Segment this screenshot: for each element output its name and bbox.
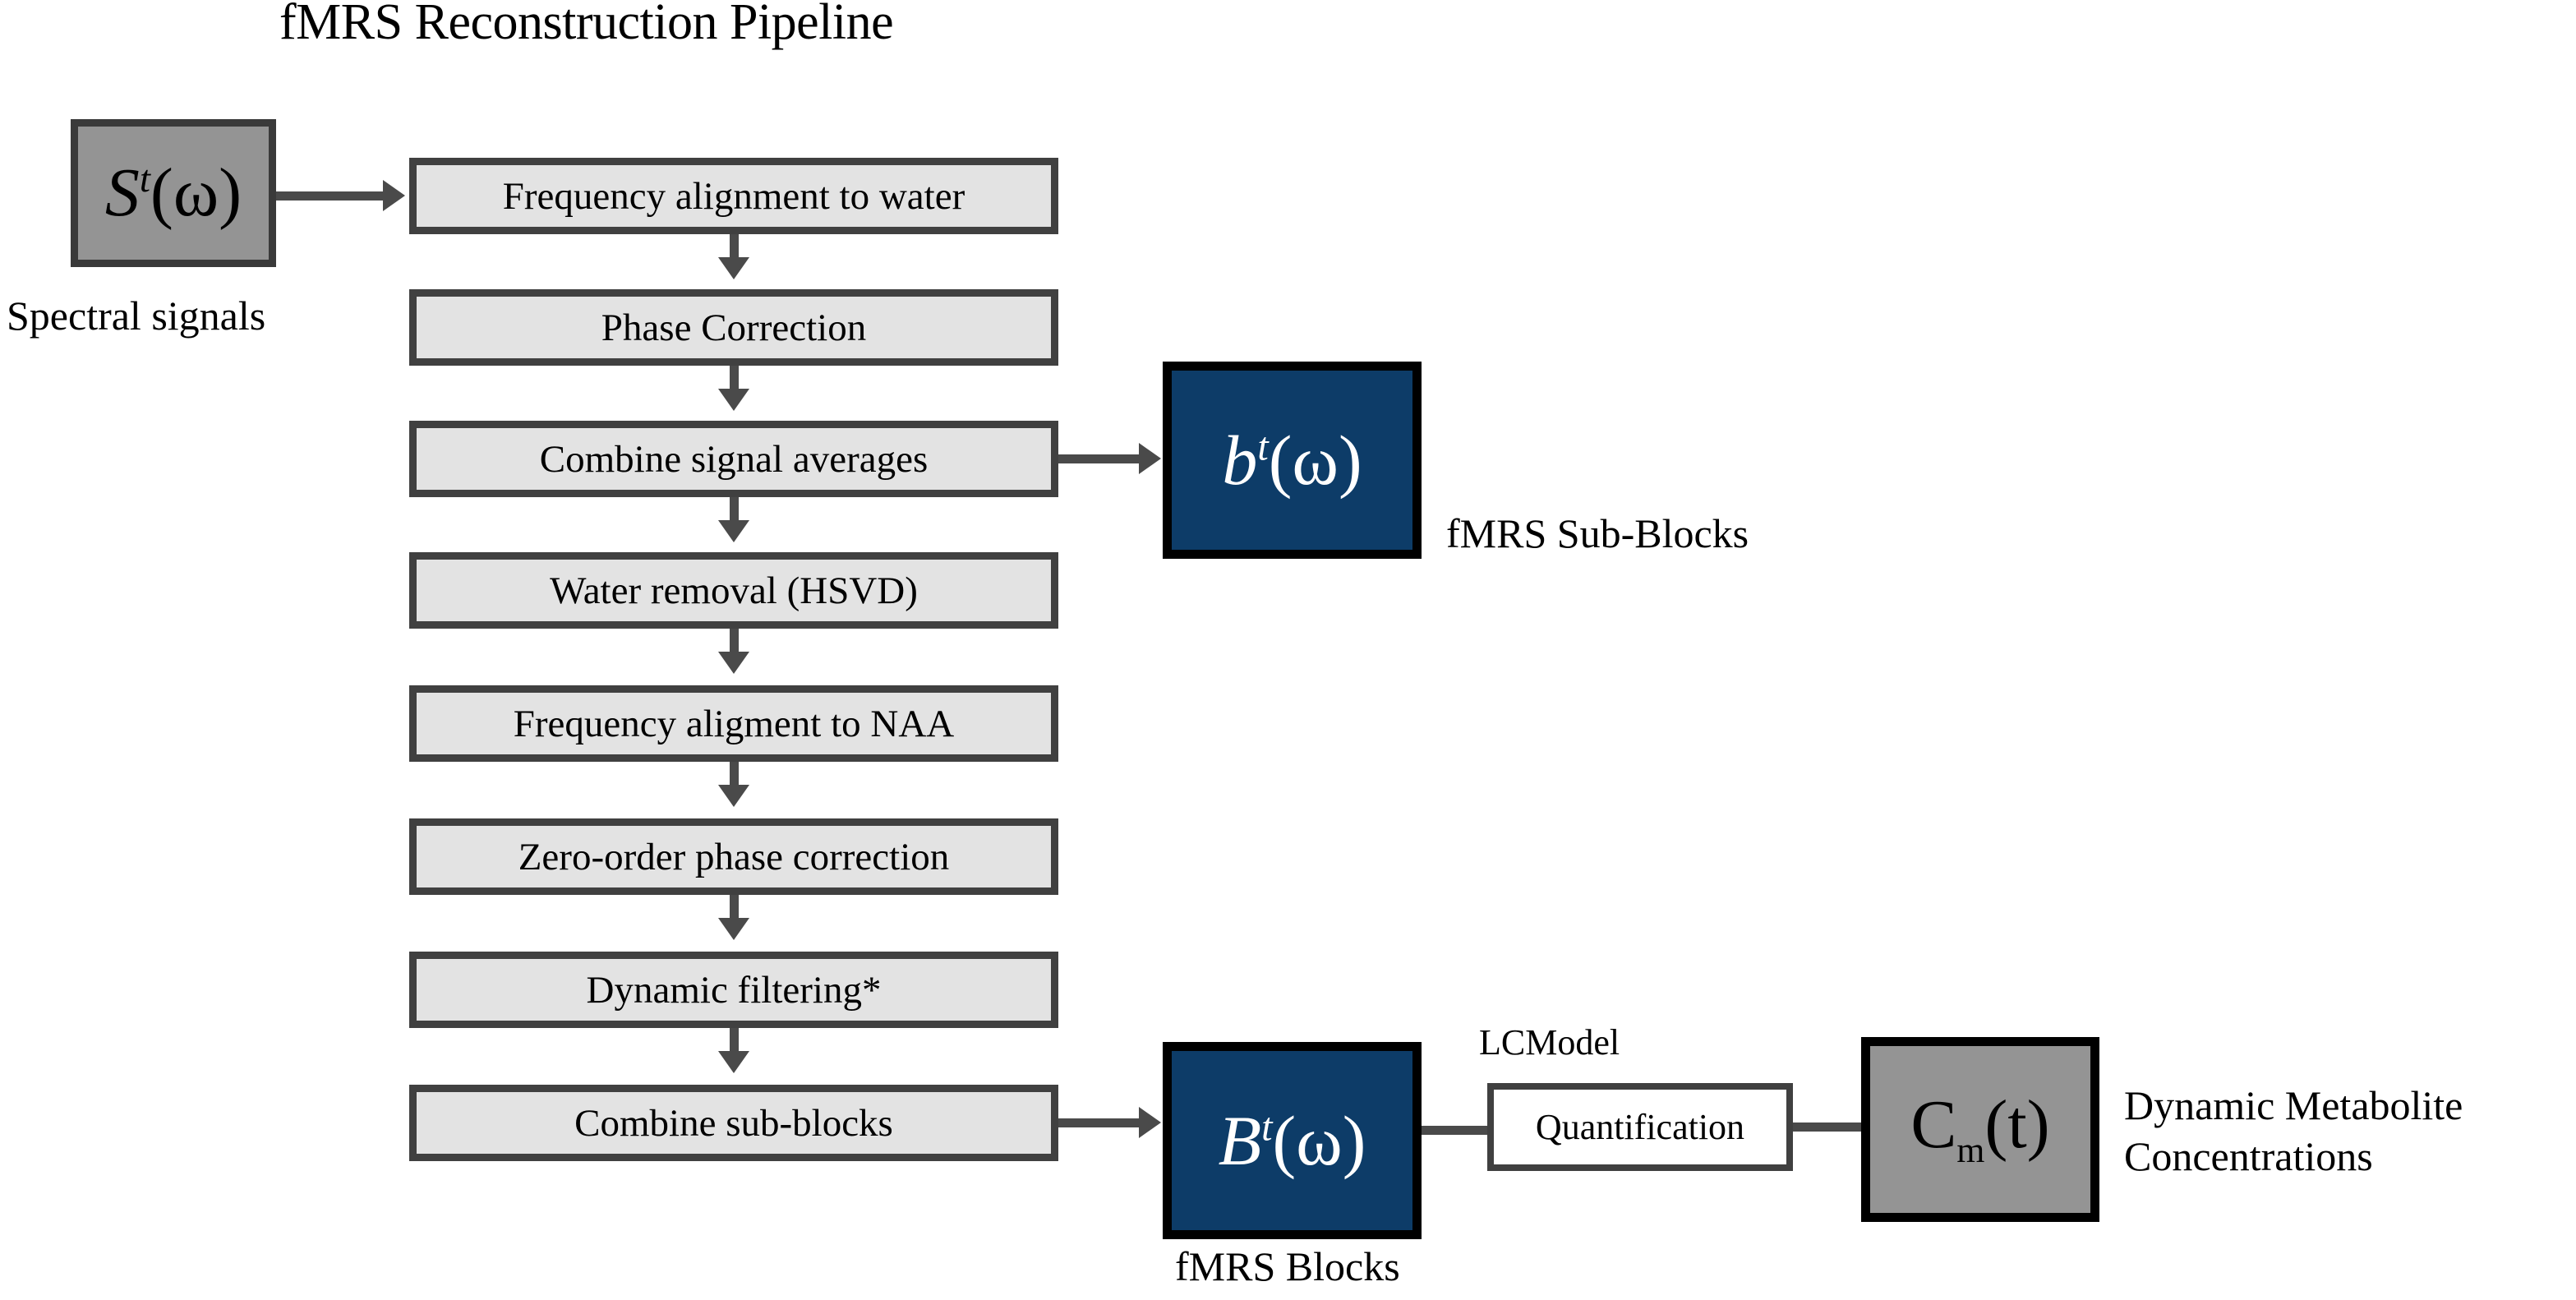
quantification-label: Quantification [1535,1107,1745,1147]
arrow-step4-to-step5 [718,652,749,674]
node-fmrs-sub-blocks: bt(ω) [1163,362,1422,559]
step-water-removal[interactable]: Water removal (HSVD) [409,552,1058,629]
step-label: Frequency alignment to water [502,174,965,218]
arrow-step1-to-step2 [718,257,749,279]
step-zero-order-phase-correction[interactable]: Zero-order phase correction [409,818,1058,895]
connector-step4-to-step5 [730,629,739,655]
arrow-step5-to-step6 [718,785,749,807]
arrowhead-step8-to-blocks [1139,1107,1161,1138]
output-symbol-sub: m [1956,1130,1985,1170]
source-symbol-arg: (ω) [150,154,242,231]
node-quantification[interactable]: Quantification [1487,1083,1793,1171]
connector-step1-to-step2 [730,234,739,260]
connector-step6-to-step7 [730,895,739,921]
caption-output-line1: Dynamic Metabolite [2124,1082,2463,1128]
blocks-symbol-arg: (ω) [1272,1101,1366,1180]
output-symbol-arg: (t) [1984,1086,2050,1163]
connector-step5-to-step6 [730,762,739,788]
step-combine-signal-averages[interactable]: Combine signal averages [409,421,1058,497]
connector-quantification-to-output [1793,1123,1883,1132]
subblocks-symbol-arg: (ω) [1268,421,1362,500]
source-symbol-sup: t [139,158,150,201]
caption-fmrs-blocks: fMRS Blocks [1175,1243,1400,1289]
caption-fmrs-sub-blocks: fMRS Sub-Blocks [1446,510,1749,556]
blocks-symbol: Bt(ω) [1219,1105,1366,1176]
caption-spectral-signals: Spectral signals [7,293,266,339]
arrow-step7-to-step8 [718,1051,749,1073]
step-label: Zero-order phase correction [518,835,950,878]
step-phase-correction[interactable]: Phase Correction [409,289,1058,366]
source-symbol-main: S [104,154,140,231]
blocks-symbol-sup: t [1261,1105,1273,1150]
subblocks-symbol: bt(ω) [1222,425,1362,496]
step-label: Water removal (HSVD) [550,569,918,612]
step-label: Phase Correction [601,306,867,349]
label-lcmodel: LCModel [1479,1022,1620,1063]
subblocks-symbol-sup: t [1257,425,1269,469]
node-fmrs-blocks: Bt(ω) [1163,1042,1422,1239]
step-label: Dynamic filtering* [586,968,882,1012]
output-symbol-main: C [1910,1086,1957,1163]
arrow-step6-to-step7 [718,918,749,940]
output-symbol: Cm(t) [1910,1090,2049,1169]
step-frequency-alignment-water[interactable]: Frequency alignment to water [409,158,1058,234]
connector-step3-to-step4 [730,497,739,523]
step-combine-sub-blocks[interactable]: Combine sub-blocks [409,1085,1058,1161]
connector-step7-to-step8 [730,1028,739,1054]
connector-step3-to-subblocks [1058,454,1141,463]
arrow-step2-to-step3 [718,389,749,411]
blocks-symbol-main: B [1218,1101,1262,1180]
arrow-step3-to-step4 [718,520,749,542]
arrowhead-step3-to-subblocks [1139,443,1161,474]
subblocks-symbol-main: b [1222,421,1258,500]
step-dynamic-filtering[interactable]: Dynamic filtering* [409,952,1058,1028]
connector-step2-to-step3 [730,366,739,392]
node-spectral-signals: St(ω) [71,119,276,267]
connector-source-to-step1 [276,191,385,201]
step-frequency-aligment-naa[interactable]: Frequency aligment to NAA [409,685,1058,762]
page-title: fMRS Reconstruction Pipeline [279,0,894,50]
step-label: Combine signal averages [539,437,929,481]
step-label: Combine sub-blocks [574,1101,893,1145]
connector-step8-to-blocks [1058,1118,1141,1127]
node-dynamic-metabolite-concentrations: Cm(t) [1861,1037,2099,1222]
source-symbol: St(ω) [105,159,242,228]
connector-blocks-to-quantification [1422,1126,1487,1135]
arrowhead-source-to-step1 [383,180,405,211]
caption-output-line2: Concentrations [2124,1133,2373,1179]
step-label: Frequency aligment to NAA [513,702,955,745]
